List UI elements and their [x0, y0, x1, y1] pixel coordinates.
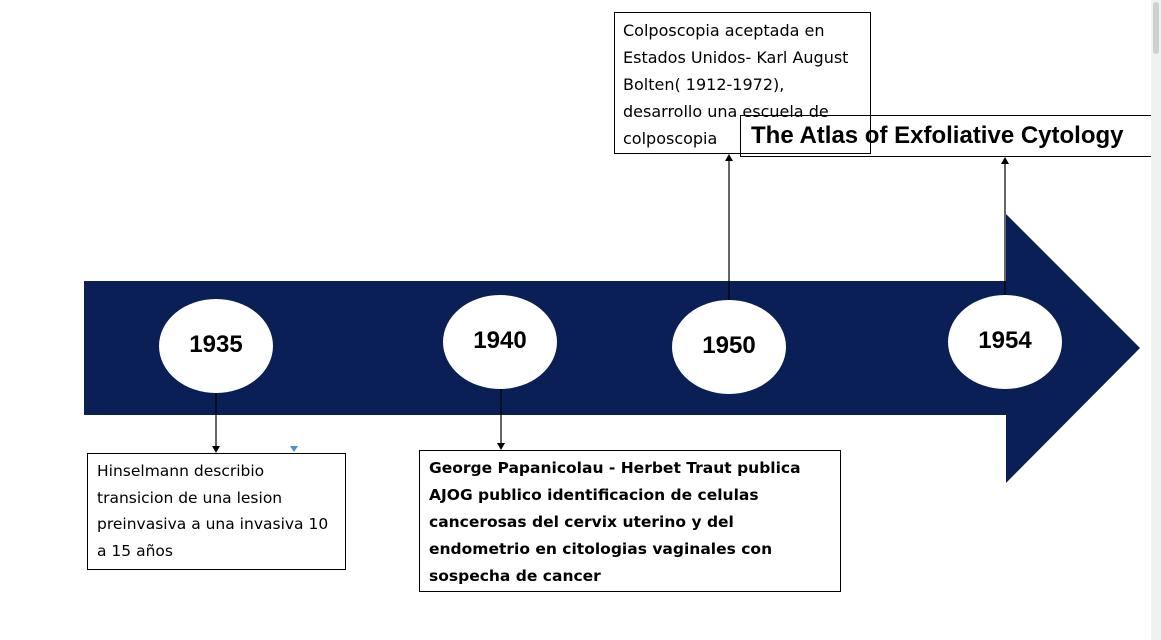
timeline-arrow — [84, 214, 1140, 483]
year-label-1954: 1954 — [978, 327, 1032, 354]
event-note-1940: George Papanicolau - Herbet Traut public… — [419, 450, 841, 592]
anchor-marker-icon — [290, 446, 298, 452]
year-label-1940: 1940 — [473, 327, 527, 354]
year-circle-1954 — [948, 295, 1062, 389]
connector-arrowhead-1935 — [212, 446, 220, 453]
connector-arrowhead-1940 — [497, 443, 505, 450]
connector-arrowhead-1954 — [1001, 157, 1009, 164]
year-label-1935: 1935 — [189, 331, 243, 358]
vertical-scrollbar[interactable] — [1151, 0, 1161, 640]
connector-arrowhead-1950 — [725, 154, 733, 161]
year-circle-1935 — [159, 299, 273, 393]
year-label-1950: 1950 — [702, 332, 756, 359]
year-circle-1950 — [672, 300, 786, 394]
year-circle-1940 — [443, 295, 557, 389]
scrollbar-thumb[interactable] — [1153, 2, 1159, 54]
event-note-1935: Hinselmann describio transicion de una l… — [87, 453, 346, 570]
event-note-1954: The Atlas of Exfoliative Cytology — [740, 115, 1156, 157]
event-note-1950: Colposcopia aceptada en Estados Unidos- … — [614, 12, 871, 154]
